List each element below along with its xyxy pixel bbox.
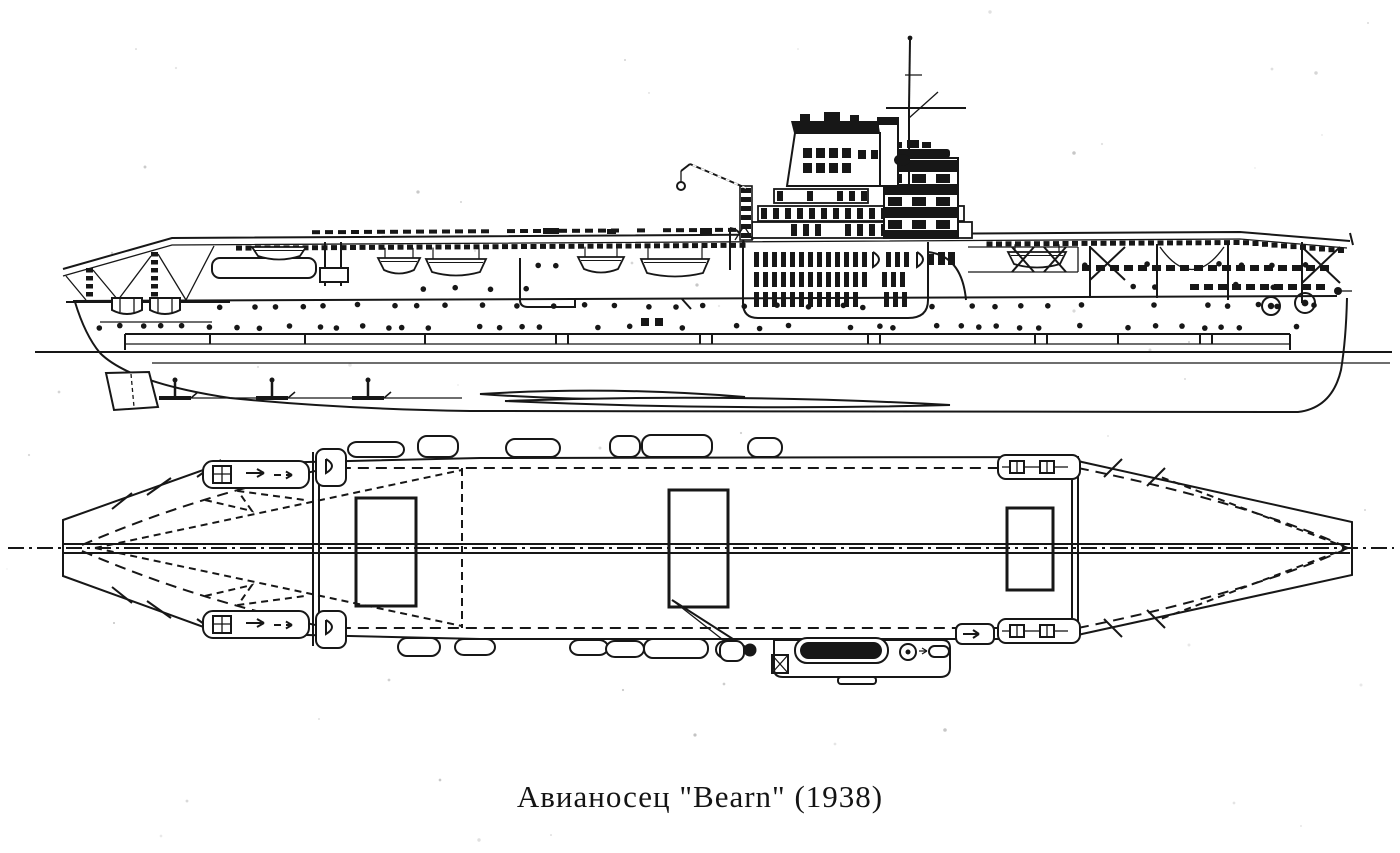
x-davits bbox=[1011, 246, 1067, 273]
hull-form-dashes bbox=[94, 469, 1349, 627]
armor-belt-joints bbox=[209, 334, 1213, 344]
island-superstructure bbox=[676, 35, 973, 241]
bow-stem bbox=[74, 301, 101, 354]
elevator-forward bbox=[354, 496, 418, 608]
island-plan bbox=[671, 599, 995, 685]
deck-arrow bbox=[246, 468, 265, 478]
aft-boat-deck bbox=[968, 246, 1079, 273]
bow-sponson-1 bbox=[111, 297, 143, 315]
bow-deck-trusses bbox=[65, 245, 230, 323]
deck-plan-view bbox=[8, 434, 1394, 685]
deck-arrow-dashed bbox=[274, 470, 293, 480]
gallery-arch bbox=[1159, 246, 1225, 271]
stern-fittings bbox=[1261, 287, 1352, 316]
gallery-awning-dashes bbox=[1082, 265, 1329, 290]
deck-edge-boats bbox=[347, 434, 783, 659]
underwater-hull bbox=[99, 297, 1348, 414]
funnel bbox=[883, 140, 959, 239]
crane-hook bbox=[676, 181, 686, 191]
bow-platforms bbox=[202, 448, 347, 649]
caption: Авианосец "Bearn" (1938) bbox=[516, 779, 884, 814]
hull-panel-line bbox=[519, 258, 576, 308]
deck-fittings bbox=[543, 228, 712, 234]
searchlight bbox=[894, 154, 910, 166]
mast bbox=[886, 35, 966, 190]
truss-diagonals bbox=[65, 245, 215, 301]
bridge bbox=[785, 112, 899, 187]
stern-platforms bbox=[997, 454, 1081, 644]
truss-posts bbox=[86, 252, 158, 297]
stern-gallery bbox=[1082, 242, 1352, 316]
hangar-louvers bbox=[742, 242, 967, 319]
funnel-top-plan bbox=[800, 642, 882, 659]
waterline bbox=[35, 351, 1392, 364]
bow-sponson-2 bbox=[149, 297, 181, 315]
side-elevation-view bbox=[35, 35, 1392, 414]
hull-dashed-outline bbox=[81, 467, 1345, 629]
hull-side bbox=[72, 261, 1338, 354]
bilge-keel-2 bbox=[504, 396, 951, 409]
deck-centerline bbox=[63, 543, 1350, 554]
propeller-struts bbox=[159, 377, 392, 400]
forward-gallery bbox=[211, 227, 1068, 326]
deck-crane bbox=[676, 163, 754, 241]
bridge-windows bbox=[803, 148, 878, 173]
